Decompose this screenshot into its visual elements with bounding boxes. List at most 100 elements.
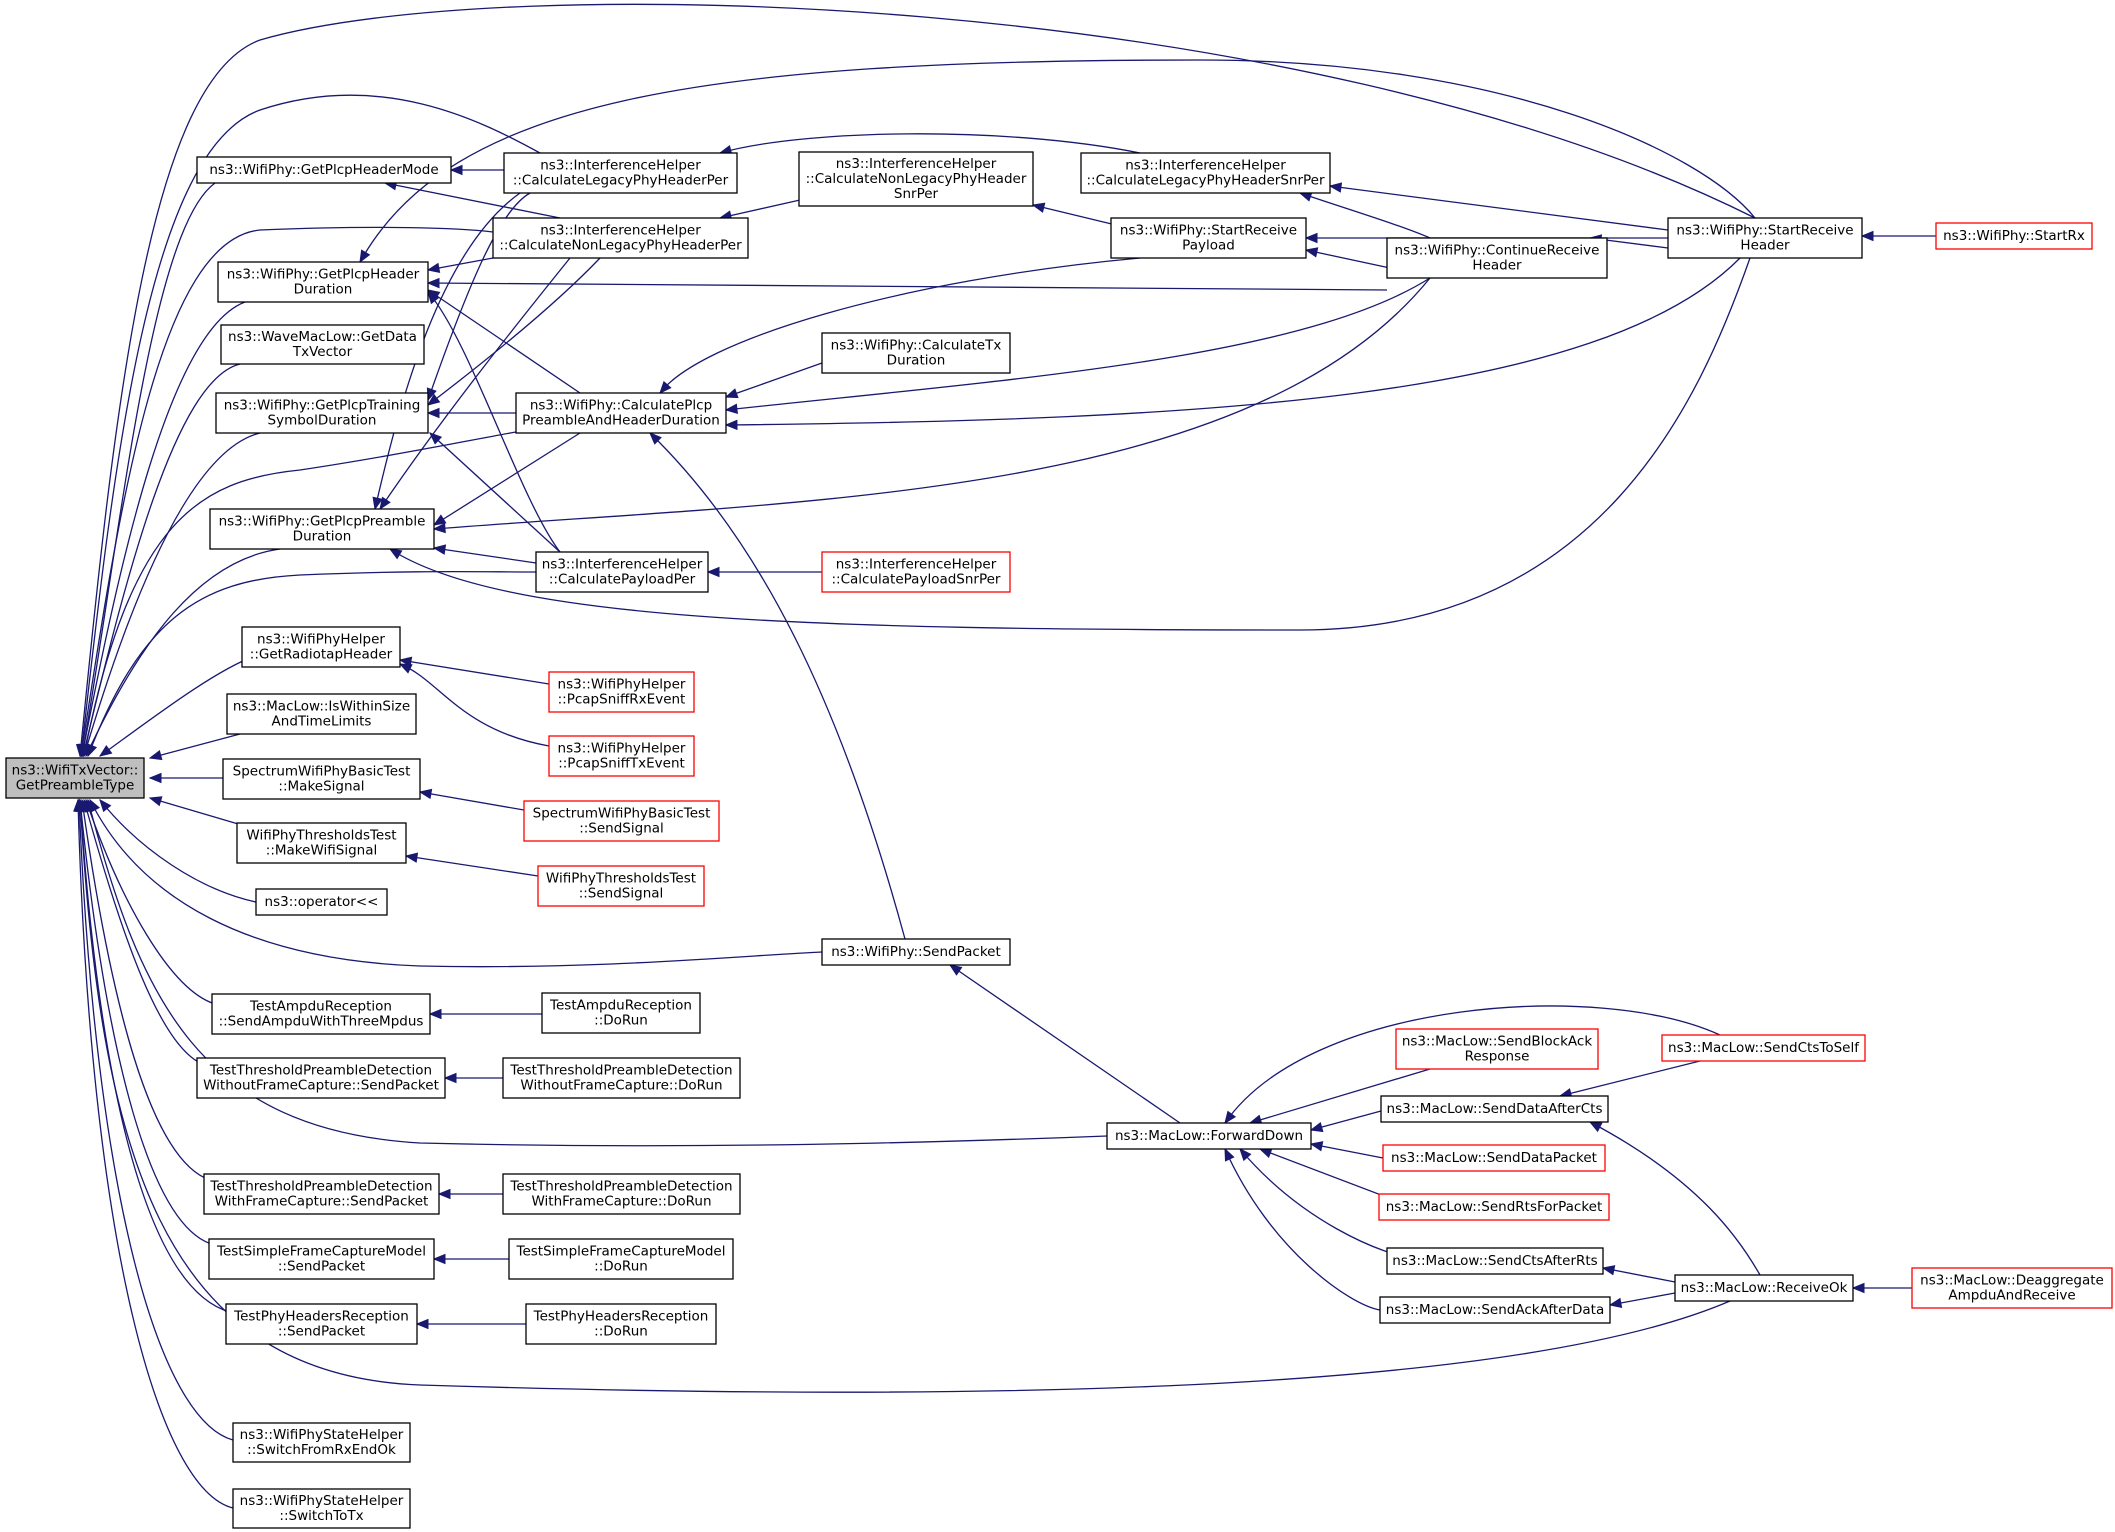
- node-thresholdsMakeWifiSignal[interactable]: WifiPhyThresholdsTest::MakeWifiSignal: [236, 822, 407, 864]
- node-getRadiotapHeader[interactable]: ns3::WifiPhyHelper::GetRadiotapHeader: [241, 626, 401, 668]
- edge-root-forwardDown: [85, 798, 1108, 1147]
- edge-getPlcpPreambleDuration-calcPayloadPer: [432, 544, 537, 564]
- node-getPlcpTrainingSymbolDuration[interactable]: ns3::WifiPhy::GetPlcpTrainingSymbolDurat…: [215, 392, 429, 434]
- node-label: ns3::WifiPhy::GetPlcpHeader: [227, 267, 420, 283]
- edge-calcLegacySnrPer-continueReceiveHeader: [1298, 191, 1431, 239]
- node-simpleCaptureSend[interactable]: TestSimpleFrameCaptureModel::SendPacket: [208, 1238, 435, 1280]
- node-sendCtsAfterRts[interactable]: ns3::MacLow::SendCtsAfterRts: [1386, 1247, 1604, 1275]
- node-label: ns3::WifiPhyStateHelper: [240, 1427, 404, 1443]
- edge-getPlcpHeaderDuration-calcPayloadPer: [427, 290, 561, 553]
- node-sendDataPacket[interactable]: ns3::MacLow::SendDataPacket: [1382, 1144, 1606, 1172]
- node-switchFromRxEndOk[interactable]: ns3::WifiPhyStateHelper::SwitchFromRxEnd…: [232, 1422, 411, 1463]
- edge-sendAckAfterData-receiveOk: [1608, 1292, 1676, 1309]
- node-spectrumMakeSignal[interactable]: SpectrumWifiPhyBasicTest::MakeSignal: [222, 758, 421, 800]
- edge-calcPlcpPreambleAndHeader-sendPacket: [649, 432, 906, 940]
- node-label: ::MakeSignal: [278, 779, 364, 795]
- node-thresholdsSendSignal[interactable]: WifiPhyThresholdsTest::SendSignal: [537, 865, 705, 907]
- edge-tpdWithoutSend-tpdWithoutDoRun: [443, 1072, 503, 1084]
- edge-sendDataAfterCts-receiveOk: [1588, 1121, 1761, 1276]
- edge-tpdWithSend-tpdWithDoRun: [437, 1188, 503, 1200]
- node-label: ns3::MacLow::ForwardDown: [1115, 1128, 1303, 1144]
- edge-getPlcpPreambleDuration-startReceiveHeader: [388, 257, 1751, 631]
- node-operatorShift[interactable]: ns3::operator<<: [255, 888, 388, 916]
- node-label: TestThresholdPreambleDetection: [509, 1179, 732, 1195]
- node-pcapTx[interactable]: ns3::WifiPhyHelper::PcapSniffTxEvent: [548, 735, 695, 777]
- node-label: Header: [1740, 238, 1790, 254]
- node-sendDataAfterCts[interactable]: ns3::MacLow::SendDataAfterCts: [1380, 1095, 1609, 1123]
- node-label: ::SendPacket: [278, 1324, 365, 1340]
- node-calcNonLegacyPer[interactable]: ns3::InterferenceHelper::CalculateNonLeg…: [492, 217, 749, 259]
- node-label: ::DoRun: [594, 1259, 648, 1275]
- edge-calcPlcpPreambleAndHeader-startReceivePayload: [659, 257, 1141, 394]
- node-label: ns3::WifiPhy::CalculatePlcp: [530, 398, 712, 414]
- node-label: ns3::MacLow::SendDataPacket: [1391, 1150, 1597, 1166]
- node-switchToTx[interactable]: ns3::WifiPhyStateHelper::SwitchToTx: [232, 1488, 411, 1529]
- edge-getPlcpHeaderDuration-startReceiveHeader: [359, 59, 1756, 264]
- edge-calcNonLegacySnrPer-startReceivePayload: [1031, 202, 1121, 227]
- node-label: SpectrumWifiPhyBasicTest: [233, 764, 411, 780]
- edge-root-thresholdsMakeWifiSignal: [148, 796, 246, 827]
- edge-sendAmpdu-ampduDoRun: [428, 1008, 542, 1020]
- node-phyHeadersSend[interactable]: TestPhyHeadersReception::SendPacket: [225, 1303, 418, 1345]
- node-tpdWithoutSend[interactable]: TestThresholdPreambleDetectionWithoutFra…: [196, 1057, 446, 1099]
- node-ampduDoRun[interactable]: TestAmpduReception::DoRun: [541, 992, 701, 1034]
- node-calcLegacyPer[interactable]: ns3::InterferenceHelper::CalculateLegacy…: [503, 152, 738, 194]
- node-phyHeadersDoRun[interactable]: TestPhyHeadersReception::DoRun: [525, 1303, 717, 1345]
- node-getPlcpHeaderMode[interactable]: ns3::WifiPhy::GetPlcpHeaderMode: [196, 156, 452, 184]
- node-calcPlcpPreambleAndHeader[interactable]: ns3::WifiPhy::CalculatePlcpPreambleAndHe…: [515, 392, 727, 434]
- node-label: ns3::WifiPhy::SendPacket: [831, 944, 1001, 960]
- node-label: ::DoRun: [594, 1013, 648, 1029]
- node-calcLegacySnrPer[interactable]: ns3::InterferenceHelper::CalculateLegacy…: [1080, 152, 1331, 194]
- node-label: ns3::WifiPhy::CalculateTx: [831, 338, 1002, 354]
- node-label: TestThresholdPreambleDetection: [209, 1063, 432, 1079]
- node-tpdWithDoRun[interactable]: TestThresholdPreambleDetectionWithFrameC…: [502, 1173, 741, 1215]
- edge-forwardDown-sendDataPacket: [1309, 1141, 1384, 1159]
- node-label: ns3::operator<<: [265, 894, 379, 910]
- node-label: ::CalculatePayloadSnrPer: [832, 572, 1001, 588]
- node-label: ns3::MacLow::SendCtsToSelf: [1668, 1040, 1860, 1056]
- node-calcPayloadPer[interactable]: ns3::InterferenceHelper::CalculatePayloa…: [535, 551, 709, 593]
- edge-sendPacket-forwardDown: [948, 964, 1181, 1124]
- edge-calcPlcpPreambleAndHeader-calcTxDuration: [724, 362, 823, 399]
- node-forwardDown[interactable]: ns3::MacLow::ForwardDown: [1106, 1122, 1312, 1150]
- node-tpdWithoutDoRun[interactable]: TestThresholdPreambleDetectionWithoutFra…: [502, 1057, 741, 1099]
- edge-startReceiveHeader-startRx: [1860, 230, 1936, 242]
- node-calcNonLegacySnrPer[interactable]: ns3::InterferenceHelper::CalculateNonLeg…: [798, 151, 1034, 207]
- node-label: ::PcapSniffTxEvent: [558, 756, 685, 772]
- node-label: ns3::InterferenceHelper: [1125, 158, 1286, 174]
- node-label: WifiPhyThresholdsTest: [246, 828, 396, 844]
- node-label: Duration: [293, 529, 352, 545]
- edge-calcNonLegacyPer-calcNonLegacySnrPer: [718, 199, 801, 221]
- node-label: WithoutFrameCapture::DoRun: [520, 1078, 722, 1094]
- node-startRx[interactable]: ns3::WifiPhy::StartRx: [1935, 222, 2093, 250]
- edge-calcPlcpPreambleAndHeader-continueReceiveHeader: [724, 277, 1431, 414]
- node-calcPayloadSnrPer[interactable]: ns3::InterferenceHelper::CalculatePayloa…: [821, 551, 1011, 593]
- node-label: ns3::MacLow::IsWithinSize: [233, 699, 410, 715]
- node-tpdWithSend[interactable]: TestThresholdPreambleDetectionWithFrameC…: [203, 1173, 440, 1215]
- node-label: Duration: [887, 353, 946, 369]
- node-sendAckAfterData[interactable]: ns3::MacLow::SendAckAfterData: [1379, 1296, 1611, 1324]
- node-sendPacket[interactable]: ns3::WifiPhy::SendPacket: [821, 938, 1011, 966]
- node-pcapRx[interactable]: ns3::WifiPhyHelper::PcapSniffRxEvent: [548, 671, 695, 713]
- node-root[interactable]: ns3::WifiTxVector::GetPreambleType: [5, 757, 145, 799]
- node-simpleCaptureDoRun[interactable]: TestSimpleFrameCaptureModel::DoRun: [508, 1238, 734, 1280]
- node-spectrumSendSignal[interactable]: SpectrumWifiPhyBasicTest::SendSignal: [523, 800, 720, 842]
- node-sendAmpdu[interactable]: TestAmpduReception::SendAmpduWithThreeMp…: [211, 993, 431, 1035]
- node-receiveOk[interactable]: ns3::MacLow::ReceiveOk: [1674, 1274, 1854, 1302]
- node-sendCtsToSelf[interactable]: ns3::MacLow::SendCtsToSelf: [1661, 1034, 1866, 1062]
- node-label: Response: [1465, 1049, 1530, 1065]
- edge-getPlcpPreambleDuration-calcNonLegacyPer: [379, 257, 571, 511]
- node-sendRtsForPacket[interactable]: ns3::MacLow::SendRtsForPacket: [1378, 1193, 1610, 1221]
- edge-root-sendAmpdu: [84, 798, 216, 1005]
